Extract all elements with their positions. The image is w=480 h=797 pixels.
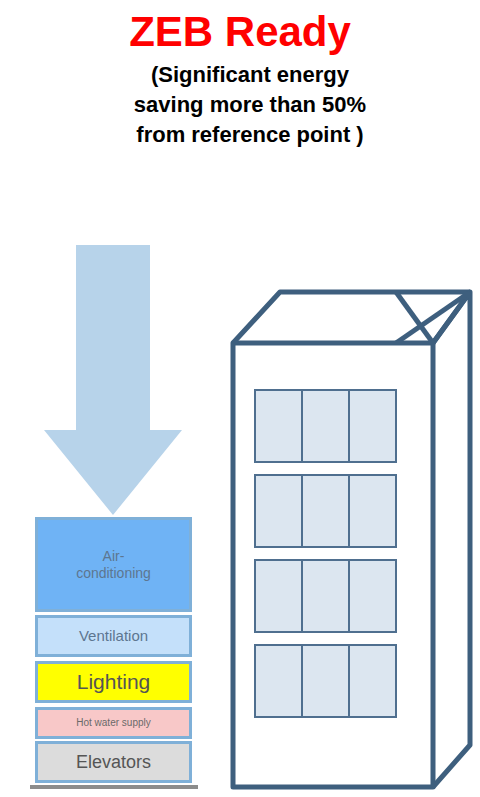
window-pane — [255, 645, 302, 717]
window-pane — [349, 475, 396, 547]
box-label: Lighting — [77, 670, 151, 694]
window-pane — [255, 475, 302, 547]
box-label: Air-conditioning — [66, 548, 161, 580]
reduction-arrow — [44, 245, 182, 515]
building-windows — [255, 390, 396, 717]
window-pane — [302, 390, 349, 462]
subtitle: (Significant energy saving more than 50%… — [115, 60, 385, 150]
window-pane — [349, 560, 396, 632]
window-pane — [349, 390, 396, 462]
energy-use-box: Lighting — [35, 661, 192, 703]
title: ZEB Ready — [0, 8, 480, 56]
energy-use-box: Air-conditioning — [35, 517, 192, 612]
box-label: Elevators — [76, 752, 151, 773]
window-pane — [349, 645, 396, 717]
box-label: Hot water supply — [76, 717, 150, 729]
box-label: Ventilation — [79, 627, 148, 644]
energy-use-box: Elevators — [35, 741, 192, 783]
ground-line — [30, 785, 198, 789]
building-outline — [233, 292, 470, 787]
window-pane — [302, 475, 349, 547]
energy-use-box: Hot water supply — [35, 707, 192, 739]
window-pane — [302, 560, 349, 632]
energy-use-box: Ventilation — [35, 615, 192, 657]
window-pane — [255, 390, 302, 462]
window-pane — [302, 645, 349, 717]
window-pane — [255, 560, 302, 632]
